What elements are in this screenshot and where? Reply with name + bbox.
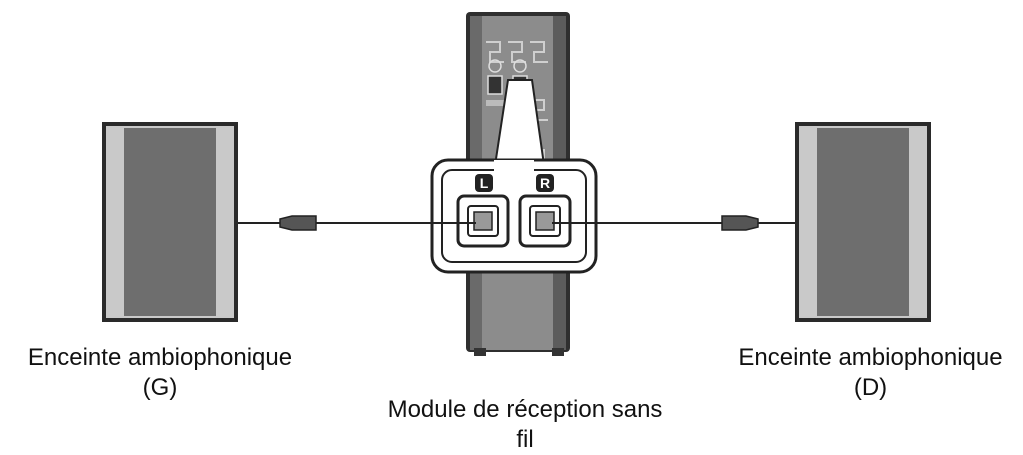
right-speaker — [795, 122, 931, 322]
right-terminal-letter: R — [540, 175, 550, 191]
right-speaker-label-line2: (D) — [853, 374, 888, 401]
left-speaker-label-line1: Enceinte ambiophonique — [27, 344, 293, 371]
right-speaker-label: Enceinte ambiophonique (D) — [718, 343, 1023, 403]
terminal-callout: L R — [430, 158, 598, 274]
left-terminal-letter: L — [480, 175, 489, 191]
left-speaker-label: Enceinte ambiophonique (G) — [0, 343, 320, 403]
right-cable — [552, 215, 795, 231]
receiver-label: Module de réception sans fil — [360, 395, 690, 455]
receiver-label-line2: fil — [516, 426, 534, 453]
left-speaker-label-line2: (G) — [142, 374, 178, 401]
right-terminal-badge — [536, 174, 554, 192]
left-cable — [238, 215, 476, 231]
receiver-label-line1: Module de réception sans — [387, 396, 663, 423]
left-speaker — [102, 122, 238, 322]
left-terminal-badge — [475, 174, 493, 192]
right-speaker-label-line1: Enceinte ambiophonique — [738, 344, 1003, 371]
